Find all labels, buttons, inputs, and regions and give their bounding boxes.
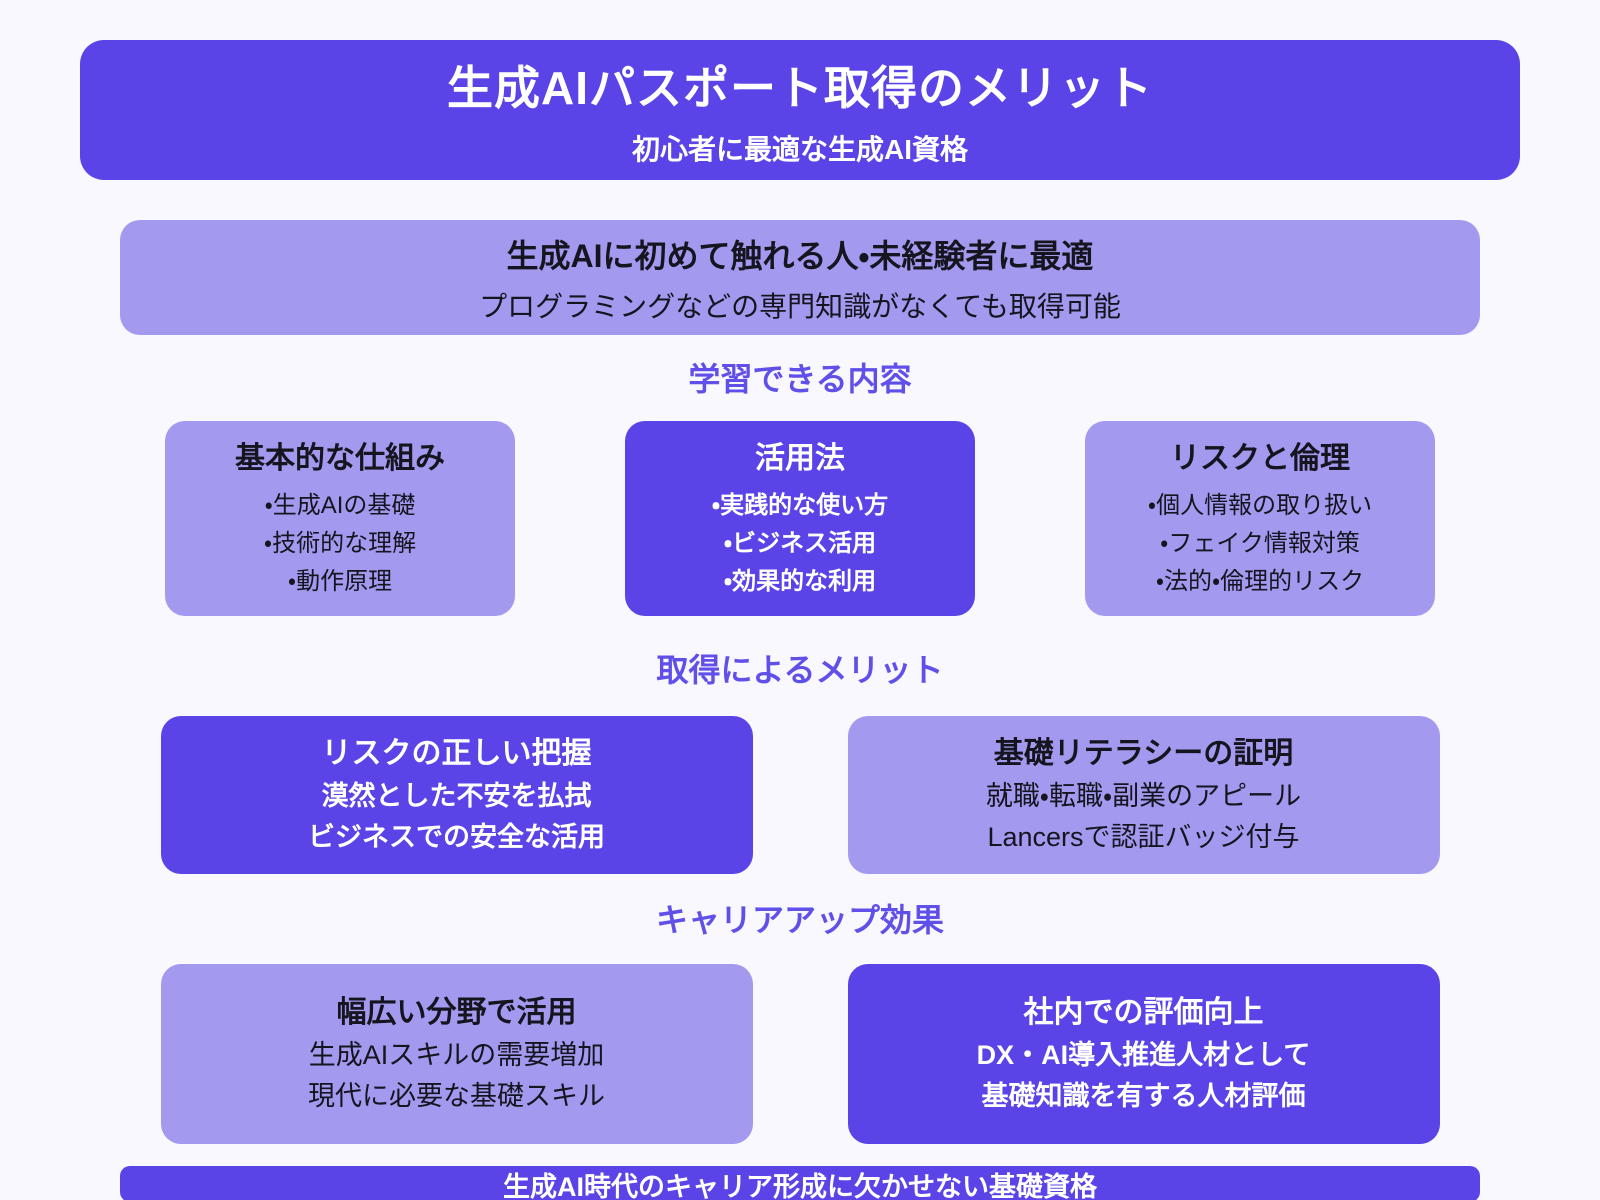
merit-card-row: リスクの正しい把握 漠然とした不安を払拭 ビジネスでの安全な活用 基礎リテラシー…: [0, 716, 1600, 874]
card-item: DX・AI導入推進人材として: [976, 1040, 1311, 1070]
card-item: 就職・転職・副業のアピール: [985, 781, 1302, 811]
section-heading-career: キャリアアップ効果: [655, 902, 944, 938]
card-title: 基礎リテラシーの証明: [993, 737, 1294, 770]
intro-title: 生成AIに初めて触れる人・未経験者に最適: [506, 237, 1094, 274]
card-title: リスクと倫理: [1170, 441, 1350, 475]
card-item: 生成AIスキルの需要増加: [308, 1040, 605, 1070]
career-card-row: 幅広い分野で活用 生成AIスキルの需要増加 現代に必要な基礎スキル 社内での評価…: [0, 964, 1600, 1144]
card-item: ・法的・倫理的リスク: [1155, 567, 1365, 595]
card-item: ・動作原理: [287, 567, 393, 595]
card-item: 基礎知識を有する人材評価: [981, 1081, 1306, 1111]
footer-banner: 生成AI時代のキャリア形成に欠かせない基礎資格: [120, 1166, 1480, 1200]
card-item: ・生成AIの基礎: [264, 491, 416, 519]
card-basic-mechanism: 基本的な仕組み ・生成AIの基礎 ・技術的な理解 ・動作原理: [165, 421, 515, 616]
card-item: 現代に必要な基礎スキル: [308, 1081, 605, 1111]
card-item: Lancersで認証バッジ付与: [987, 822, 1300, 852]
section-heading-learn: 学習できる内容: [688, 361, 912, 397]
card-item: ・ビジネス活用: [723, 529, 877, 557]
card-item: ・個人情報の取り扱い: [1147, 491, 1373, 519]
card-literacy-proof: 基礎リテラシーの証明 就職・転職・副業のアピール Lancersで認証バッジ付与: [847, 716, 1440, 874]
intro-banner: 生成AIに初めて触れる人・未経験者に最適 プログラミングなどの専門知識がなくても…: [120, 220, 1480, 335]
card-usage-methods: 活用法 ・実践的な使い方 ・ビジネス活用 ・効果的な利用: [625, 421, 975, 616]
card-item: 漠然とした不安を払拭: [321, 781, 592, 811]
card-internal-evaluation: 社内での評価向上 DX・AI導入推進人材として 基礎知識を有する人材評価: [847, 964, 1440, 1144]
card-item: ・効果的な利用: [723, 567, 877, 595]
section-heading-merit: 取得によるメリット: [656, 652, 944, 688]
page-subtitle: 初心者に最適な生成AI資格: [631, 134, 968, 165]
card-title: 基本的な仕組み: [235, 441, 445, 475]
card-title: 社内での評価向上: [1023, 996, 1264, 1029]
intro-subtitle: プログラミングなどの専門知識がなくても取得可能: [479, 290, 1121, 322]
card-item: ・技術的な理解: [263, 529, 417, 557]
card-item: ・フェイク情報対策: [1160, 529, 1360, 557]
infographic-canvas: 生成AIパスポート取得のメリット 初心者に最適な生成AI資格 生成AIに初めて触…: [0, 40, 1600, 1200]
page-title: 生成AIパスポート取得のメリット: [447, 62, 1153, 114]
card-title: リスクの正しい把握: [321, 737, 592, 770]
learn-card-row: 基本的な仕組み ・生成AIの基礎 ・技術的な理解 ・動作原理 活用法 ・実践的な…: [0, 421, 1600, 616]
card-title: 幅広い分野で活用: [336, 996, 577, 1029]
card-risk-understanding: リスクの正しい把握 漠然とした不安を払拭 ビジネスでの安全な活用: [160, 716, 753, 874]
header-banner: 生成AIパスポート取得のメリット 初心者に最適な生成AI資格: [80, 40, 1520, 180]
card-item: ビジネスでの安全な活用: [308, 822, 605, 852]
card-risk-ethics: リスクと倫理 ・個人情報の取り扱い ・フェイク情報対策 ・法的・倫理的リスク: [1085, 421, 1435, 616]
card-wide-fields: 幅広い分野で活用 生成AIスキルの需要増加 現代に必要な基礎スキル: [160, 964, 753, 1144]
card-item: ・実践的な使い方: [711, 491, 889, 519]
card-title: 活用法: [755, 441, 845, 475]
